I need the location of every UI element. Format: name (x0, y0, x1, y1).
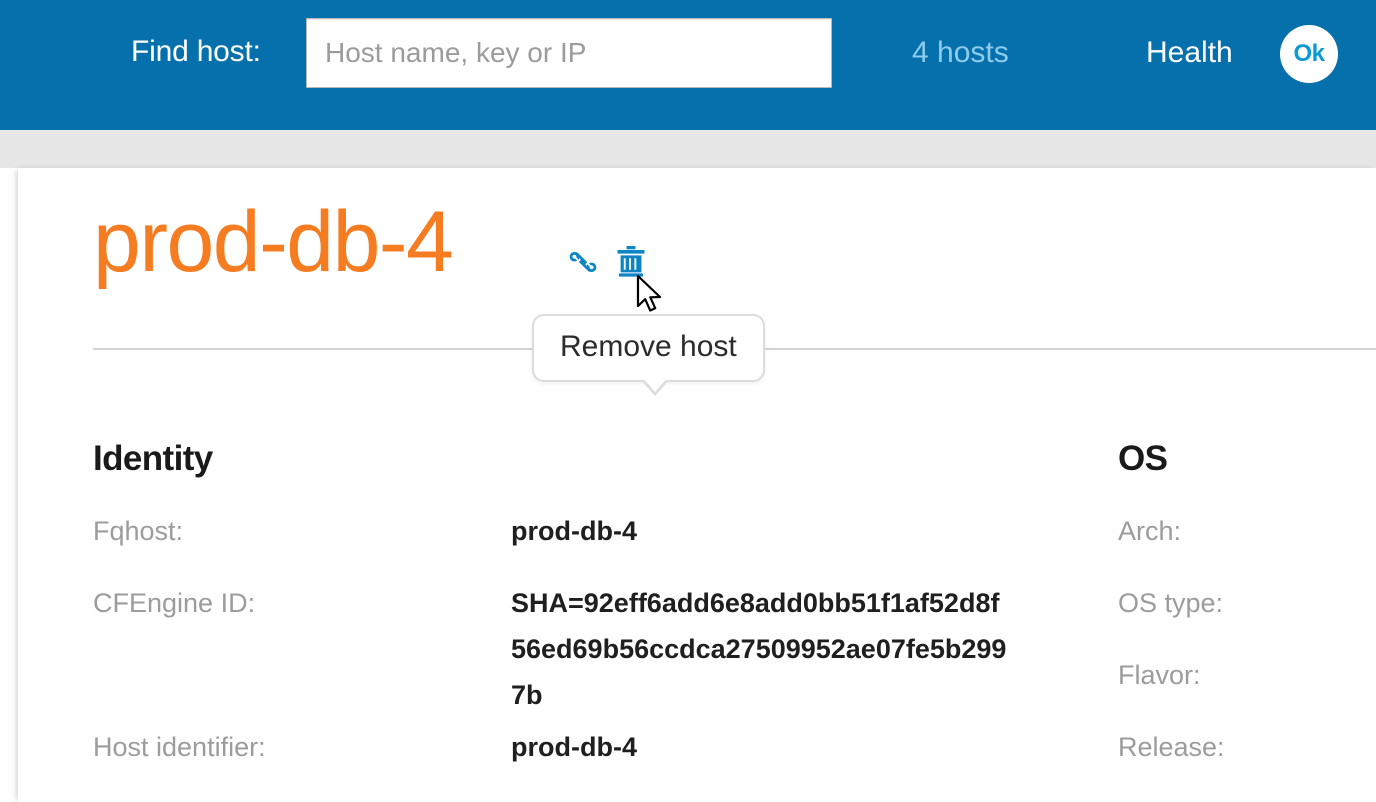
detail-row: Fqhost: prod-db-4 (93, 508, 1093, 554)
title-action-group (566, 245, 648, 282)
detail-row: Host identifier: prod-db-4 (93, 724, 1093, 770)
detail-label: Flavor: (1118, 660, 1201, 690)
detail-row: Release: (1118, 724, 1376, 796)
tooltip-text: Remove host (560, 330, 737, 363)
detail-row: CFEngine ID: SHA=92eff6add6e8add0bb51f1a… (93, 580, 1093, 718)
detail-label: CFEngine ID: (93, 588, 256, 618)
link-icon (567, 246, 599, 281)
detail-row: Arch: (1118, 508, 1376, 580)
section-os: OS Arch: OS type: Flavor: Release: (1118, 440, 1376, 796)
identity-rows: Fqhost: prod-db-4 CFEngine ID: SHA=92eff… (93, 508, 1093, 802)
search-input[interactable] (306, 18, 832, 88)
trash-icon (616, 245, 646, 282)
os-rows: Arch: OS type: Flavor: Release: (1118, 508, 1376, 796)
detail-label: Release: (1118, 732, 1225, 762)
detail-value: prod-db-4 (511, 732, 637, 762)
tooltip-remove-host: Remove host (532, 314, 765, 396)
detail-value: SHA=92eff6add6e8add0bb51f1af52d8f56ed69b… (511, 588, 1007, 710)
detail-value: prod-db-4 (511, 516, 637, 546)
copy-link-button[interactable] (566, 246, 600, 280)
detail-label: OS type: (1118, 588, 1224, 618)
health-label: Health (1146, 36, 1233, 69)
section-heading-os: OS (1118, 439, 1168, 478)
remove-host-button[interactable] (614, 245, 648, 282)
detail-label: Host identifier: (93, 732, 266, 762)
detail-row: Flavor: (1118, 652, 1376, 724)
content-panel: prod-db-4 (18, 168, 1376, 802)
detail-label: Fqhost: (93, 516, 184, 546)
detail-row: OS type: (1118, 580, 1376, 652)
find-host-label: Find host: (131, 35, 261, 68)
tooltip-arrow-fill (641, 376, 669, 392)
section-heading-identity: Identity (93, 439, 213, 478)
page-title: prod-db-4 (93, 194, 454, 290)
secondary-bar (0, 130, 1376, 168)
health-status-badge[interactable]: Ok (1280, 25, 1338, 83)
section-identity: Identity Fqhost: prod-db-4 CFEngine ID: … (93, 440, 1093, 802)
hosts-count-link[interactable]: 4 hosts (912, 36, 1009, 69)
detail-label: Arch: (1118, 516, 1182, 546)
top-header-bar: Find host: 4 hosts Health Ok (0, 0, 1376, 130)
